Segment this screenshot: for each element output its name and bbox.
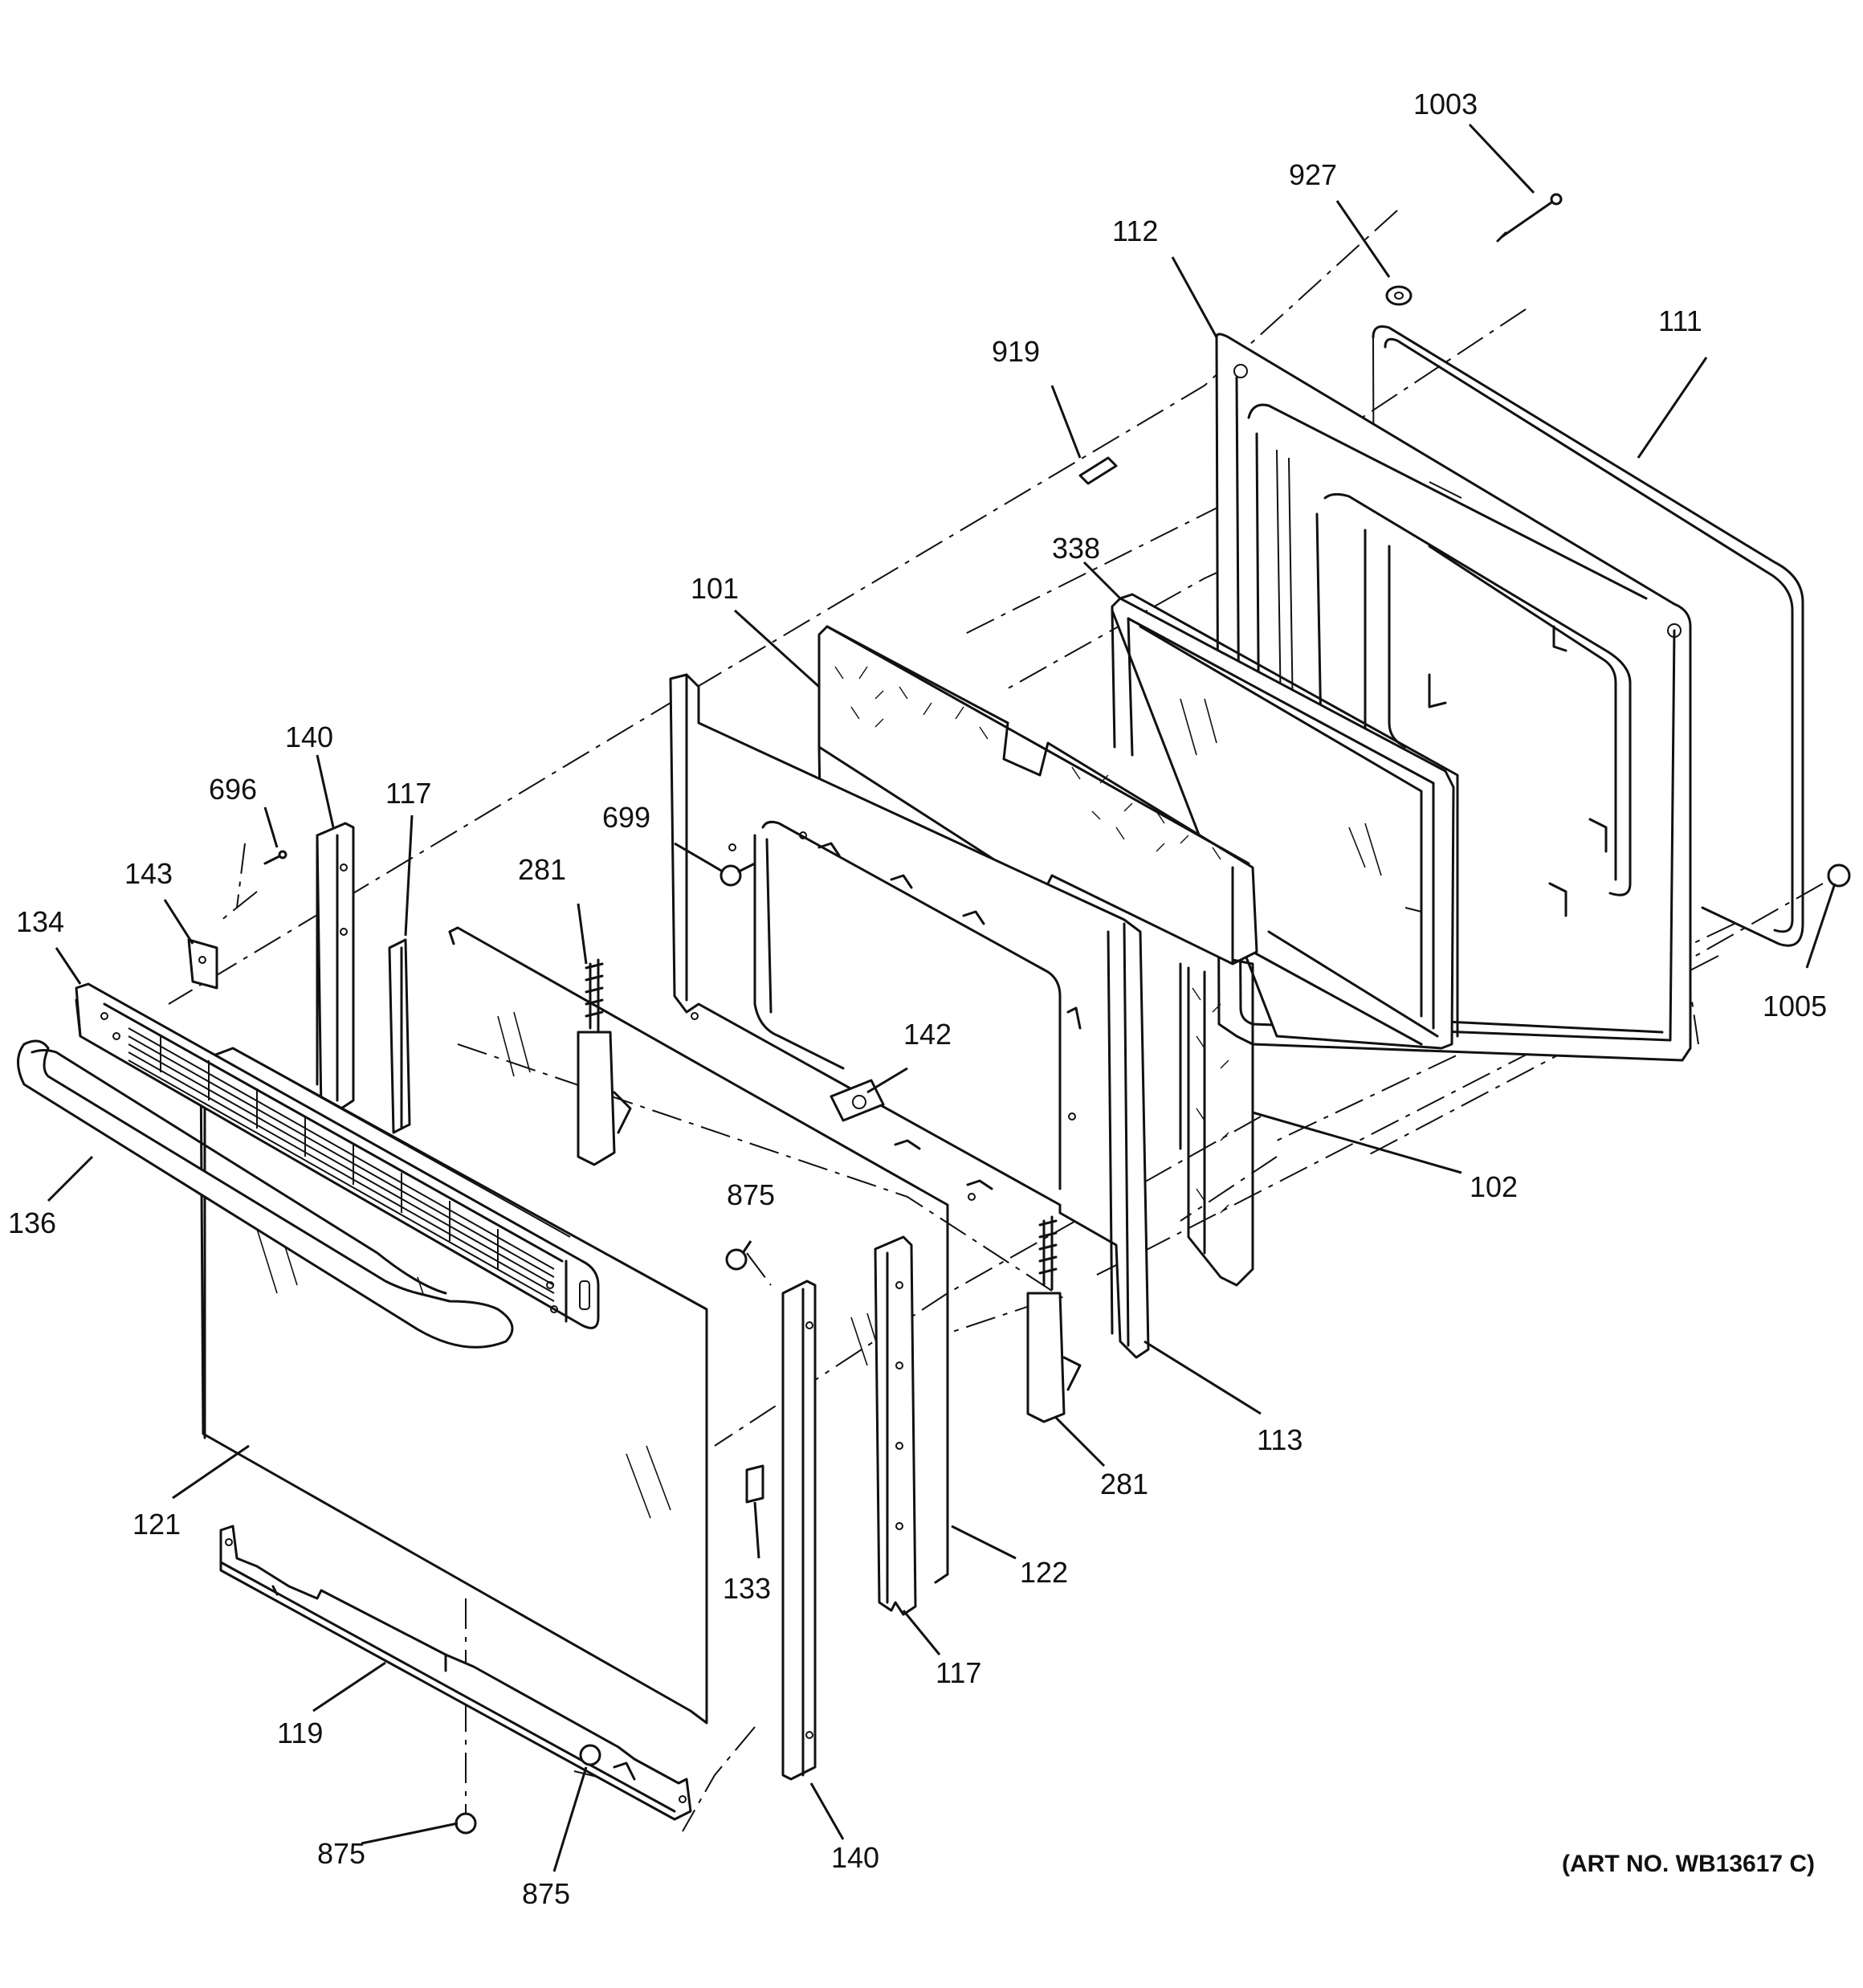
label-338: 338	[1052, 532, 1100, 565]
part-117-hinge-bracket-left	[388, 938, 411, 1134]
label-143: 143	[124, 857, 173, 890]
part-699-screw	[720, 862, 756, 887]
label-699: 699	[602, 801, 650, 834]
label-113: 113	[1257, 1423, 1302, 1456]
part-281-hinge-left	[577, 958, 632, 1166]
part-140-side-trim-left	[316, 822, 355, 1118]
leader-lines	[47, 123, 1837, 1872]
label-102: 102	[1470, 1170, 1518, 1203]
part-117-hinge-bracket-right	[874, 1235, 917, 1616]
label-919: 919	[992, 335, 1040, 368]
label-133: 133	[723, 1572, 771, 1605]
label-140-top: 140	[285, 720, 333, 753]
part-875-screw-a	[725, 1248, 748, 1271]
label-281-top: 281	[518, 853, 566, 886]
part-labels: 1003 927 112 111 919 338 101 140 696 117…	[8, 88, 1827, 1910]
label-111: 111	[1658, 304, 1702, 337]
label-122: 122	[1020, 1556, 1068, 1589]
part-919-bumper	[1078, 456, 1118, 485]
label-875-b: 875	[317, 1837, 365, 1870]
part-281-hinge-right	[1026, 1215, 1082, 1423]
part-136-door-handle	[17, 1039, 514, 1349]
part-113-door-panel-frame	[669, 673, 1150, 1359]
label-136: 136	[8, 1206, 56, 1239]
label-696: 696	[209, 773, 257, 806]
label-101: 101	[691, 572, 739, 605]
part-1003-screw	[1496, 193, 1563, 243]
part-133-clip	[745, 1464, 764, 1504]
label-875-a: 875	[727, 1178, 775, 1211]
part-140-side-trim-right	[781, 1280, 817, 1781]
part-119-bottom-trim	[219, 1525, 692, 1821]
part-875-screw-c	[579, 1744, 601, 1766]
label-121: 121	[132, 1508, 181, 1541]
part-875-screw-b	[455, 1812, 477, 1835]
label-875-c: 875	[522, 1877, 570, 1910]
label-112: 112	[1112, 214, 1158, 247]
part-338-inner-glass-pack	[1111, 593, 1459, 1050]
alignment-lines	[168, 210, 1824, 1832]
label-1003: 1003	[1413, 88, 1478, 120]
label-281-bottom: 281	[1100, 1468, 1148, 1500]
part-143-bracket	[187, 938, 218, 990]
label-140-bottom: 140	[831, 1841, 879, 1874]
part-927-washer	[1385, 285, 1413, 306]
label-134: 134	[16, 905, 64, 938]
label-1005: 1005	[1763, 990, 1827, 1023]
label-119: 119	[277, 1717, 323, 1749]
part-134-vent-trim	[75, 982, 600, 1329]
part-696-screw	[263, 850, 287, 865]
label-117-top: 117	[385, 777, 431, 810]
label-117-bottom: 117	[936, 1656, 981, 1689]
art-number: (ART NO. WB13617 C)	[1562, 1851, 1815, 1877]
label-142: 142	[903, 1018, 952, 1051]
part-1005-screw	[1827, 863, 1851, 888]
label-927: 927	[1289, 158, 1337, 191]
